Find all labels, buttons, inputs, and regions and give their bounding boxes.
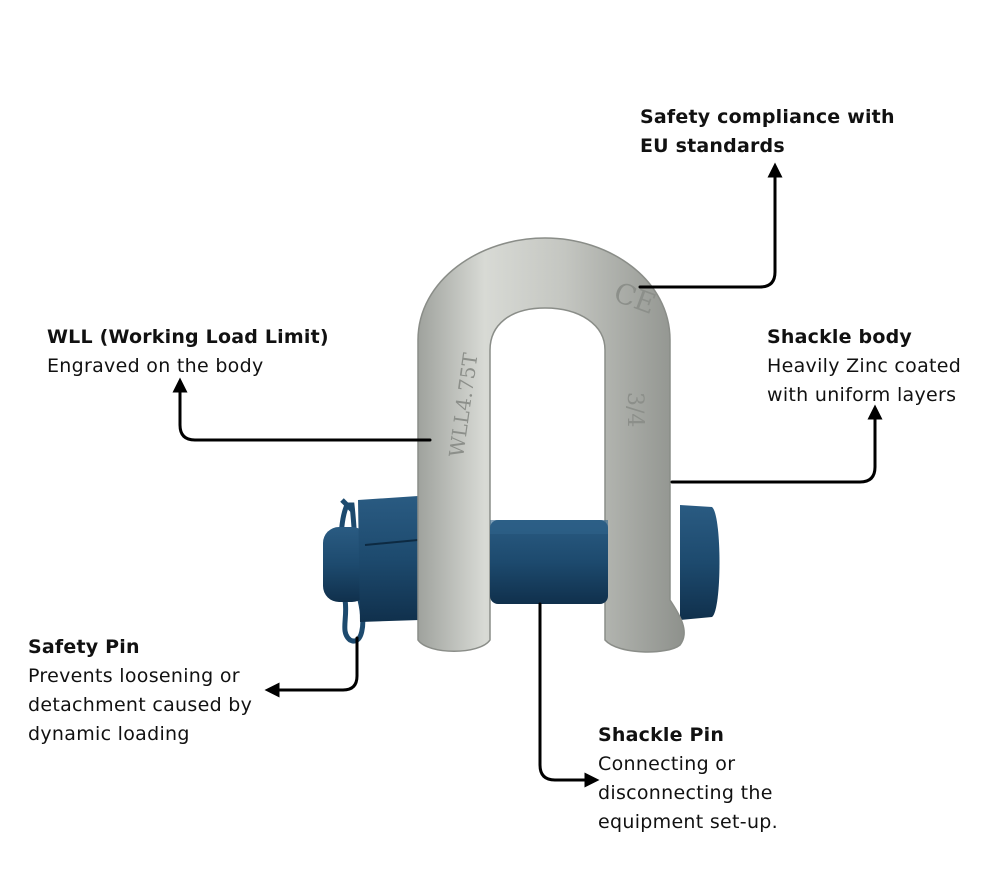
pin-nut-right <box>680 505 720 620</box>
callout-shackle-pin: Shackle Pin Connecting or disconnecting … <box>598 721 778 837</box>
callout-shackle-body: Shackle body Heavily Zinc coated with un… <box>767 323 961 410</box>
size-engraving: 3/4 <box>622 392 647 427</box>
callout-desc: disconnecting the <box>598 782 773 804</box>
callout-title: Shackle Pin <box>598 724 725 746</box>
connector-safety-compliance <box>638 162 783 289</box>
callout-desc: dynamic loading <box>28 723 190 745</box>
callout-safety-compliance: Safety compliance with EU standards <box>640 103 895 161</box>
callout-title: Safety Pin <box>28 636 140 658</box>
callout-desc: with uniform layers <box>767 384 957 406</box>
callout-desc: Prevents loosening or <box>28 665 240 687</box>
callout-title: Safety compliance with <box>640 106 895 128</box>
connector-shackle-pin <box>538 602 600 788</box>
callout-title: Shackle body <box>767 326 912 348</box>
callout-safety-pin: Safety Pin Prevents loosening or detachm… <box>28 633 252 749</box>
callout-title: EU standards <box>640 135 785 157</box>
callout-desc: Engraved on the body <box>47 355 264 377</box>
connector-wll <box>172 377 432 442</box>
callout-desc: Heavily Zinc coated <box>767 355 962 377</box>
callout-desc: Connecting or <box>598 753 736 775</box>
pin-nut-left <box>323 496 420 622</box>
callout-title: WLL (Working Load Limit) <box>47 326 329 348</box>
shackle-pin-graphic <box>490 520 608 604</box>
connector-safety-pin <box>264 636 359 698</box>
shackle-body-graphic <box>417 237 685 653</box>
callout-wll: WLL (Working Load Limit) Engraved on the… <box>47 323 329 381</box>
callout-desc: detachment caused by <box>28 694 253 716</box>
connector-shackle-body <box>670 404 883 484</box>
callout-desc: equipment set-up. <box>598 811 778 833</box>
